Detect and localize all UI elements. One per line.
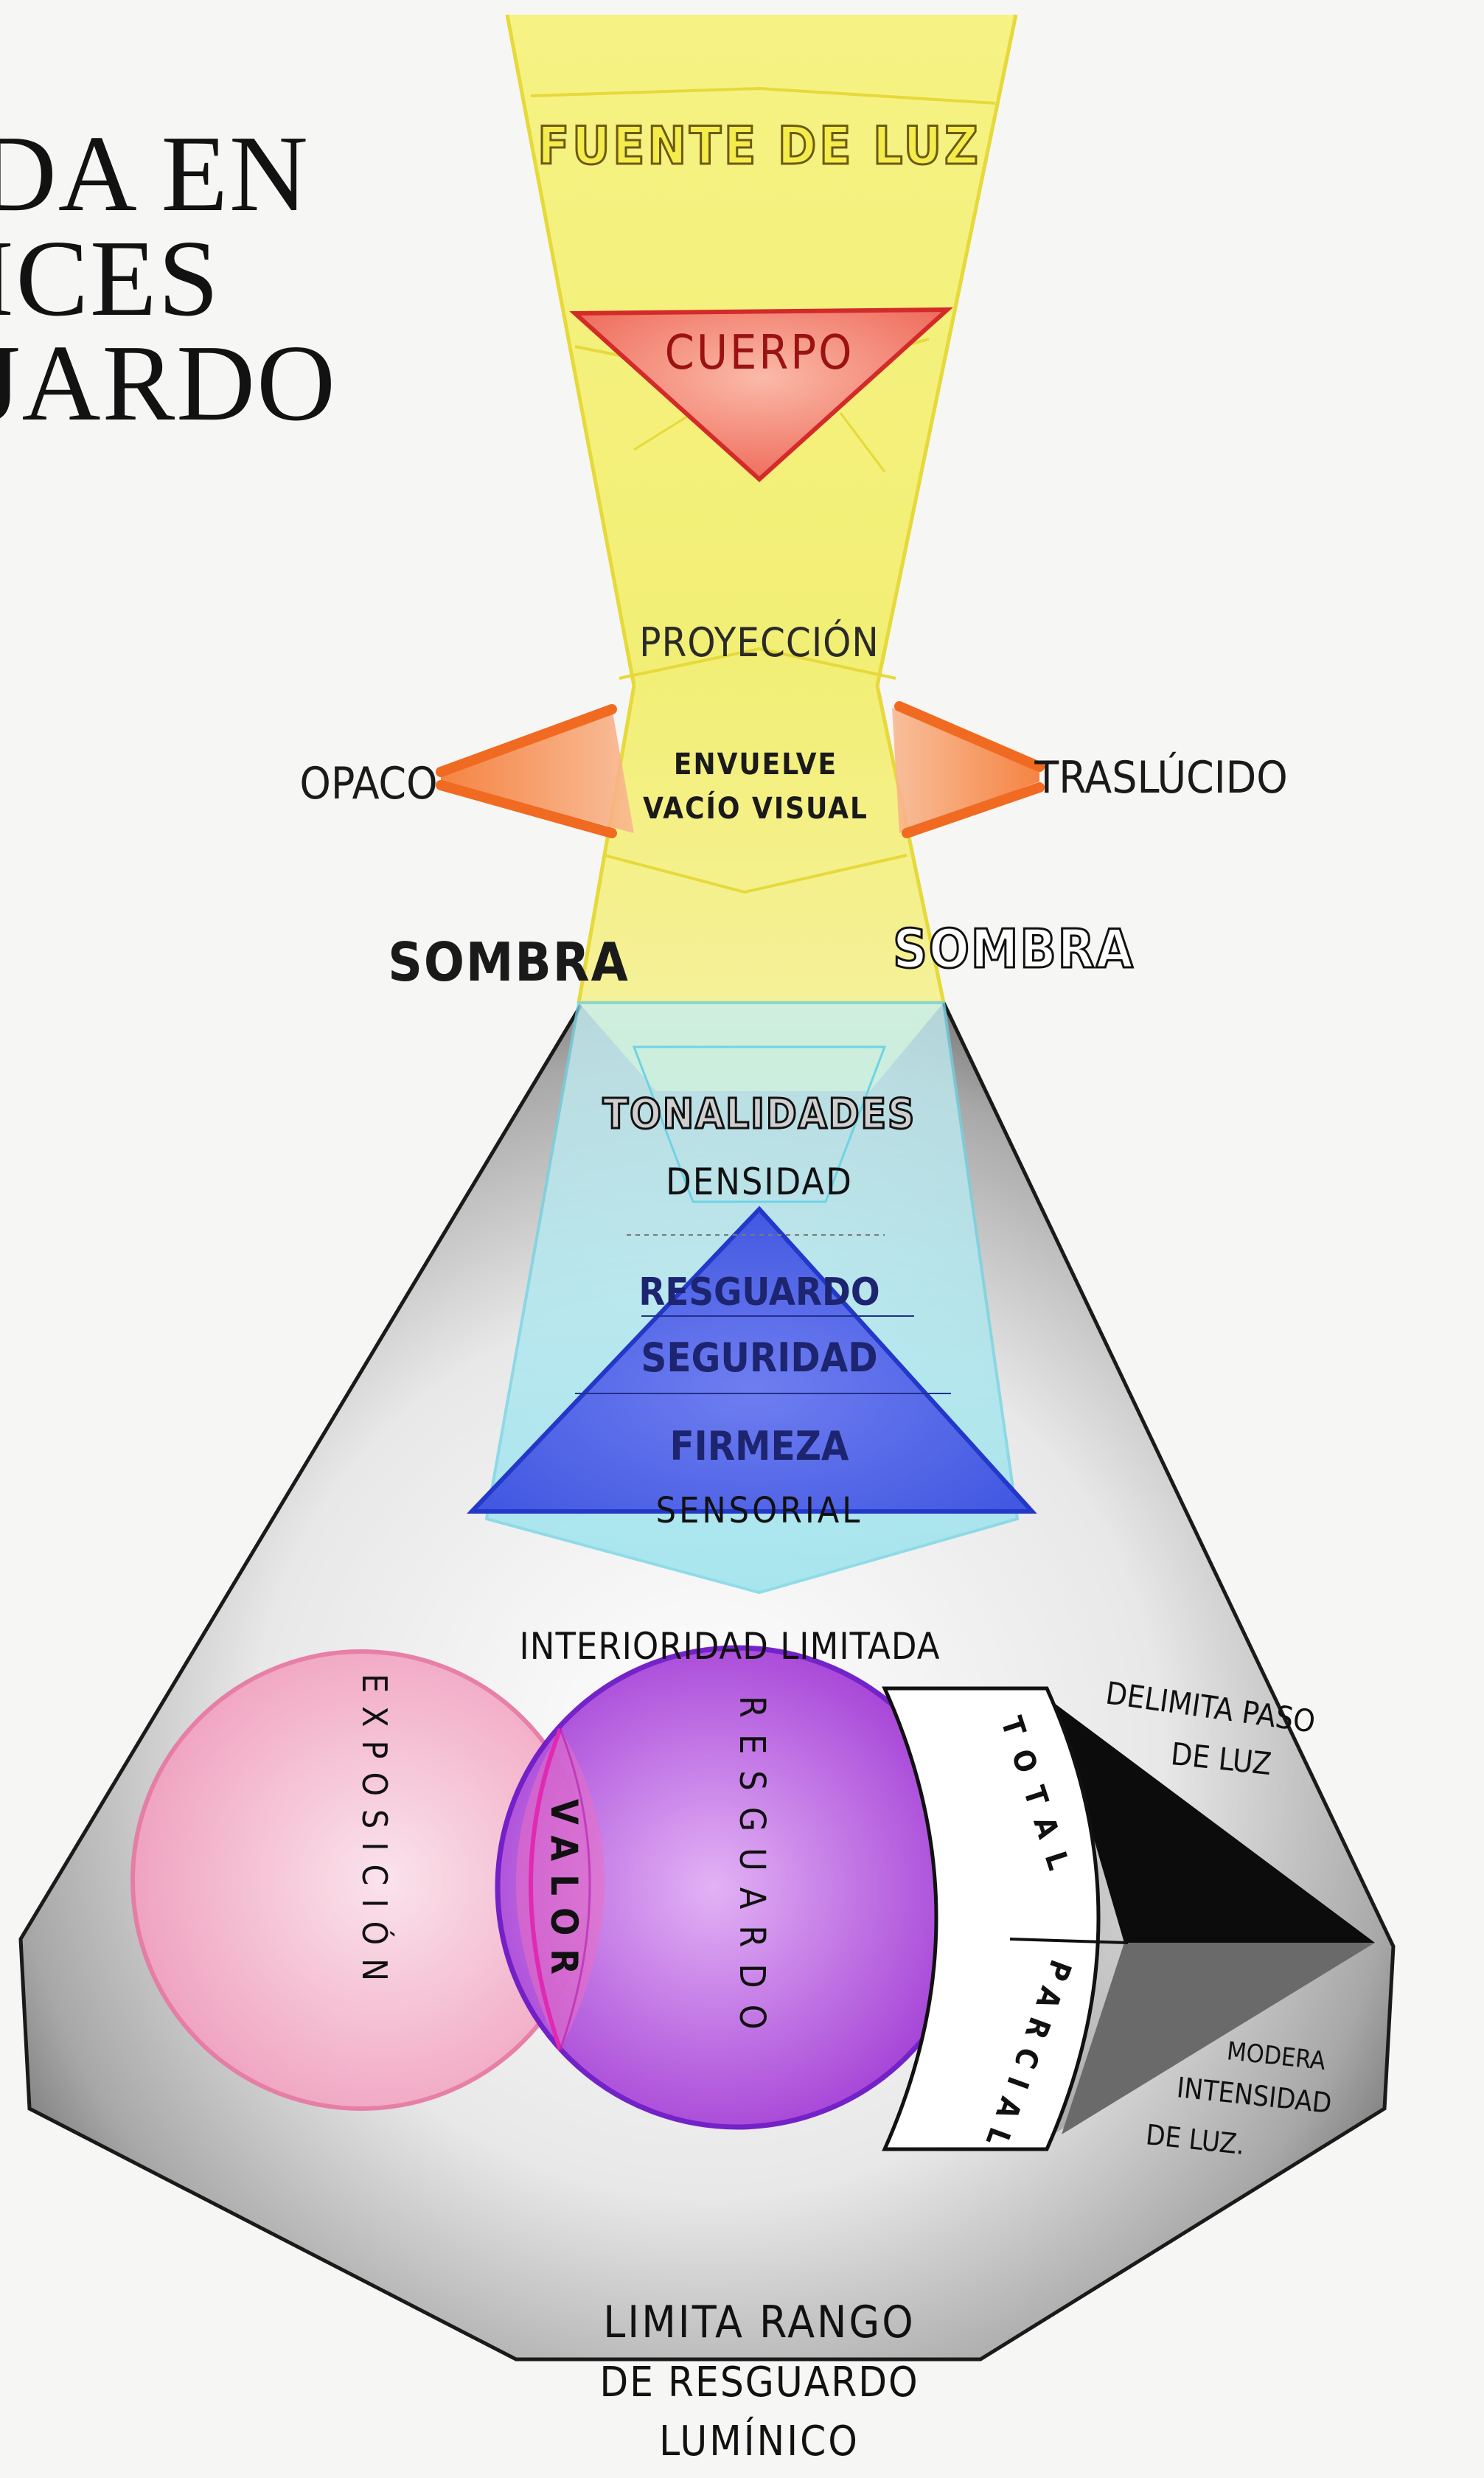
light-beam (505, 14, 1018, 1091)
opaco-wing (436, 704, 634, 838)
label-densidad: DENSIDAD (666, 1160, 853, 1203)
label-modera-3: DE LUZ. (1144, 2118, 1246, 2161)
label-limita-1: LIMITA RANGO (603, 2297, 915, 2348)
label-parcial: PARCIAL (975, 1955, 1077, 2162)
label-firmeza: FIRMEZA (669, 1423, 849, 1469)
traslucido-wing (892, 701, 1045, 838)
label-modera-1: MODERA (1225, 2036, 1327, 2076)
heading-line-3: JARDO (0, 323, 337, 444)
label-valor: VALOR (543, 1799, 585, 1988)
label-sensorial: SENSORIAL (656, 1490, 863, 1531)
label-fuente-de-luz: FUENTE DE LUZ (537, 116, 980, 176)
heading-line-1: DA EN (0, 114, 310, 234)
label-limita-2: DE RESGUARDO (599, 2359, 919, 2406)
label-seguridad: SEGURIDAD (641, 1334, 877, 1381)
valor-lens (516, 1727, 605, 2050)
label-resguardo-tier: RESGUARDO (638, 1270, 879, 1315)
label-modera-2: INTENSIDAD (1175, 2071, 1333, 2120)
label-delimita-1: DELIMITA PASO (1104, 1674, 1317, 1739)
label-tonalidades: TONALIDADES (603, 1090, 916, 1138)
page-heading: DA EN ICES JARDO (0, 114, 337, 444)
label-interioridad: INTERIORIDAD LIMITADA (520, 1625, 941, 1668)
label-sombra-right: SOMBRA (893, 918, 1135, 980)
label-vacio-visual: VACÍO VISUAL (643, 790, 868, 826)
label-sombra-left: SOMBRA (388, 931, 630, 993)
label-envuelve: ENVUELVE (674, 748, 837, 782)
label-resguardo-circle: RESGUARDO (731, 1696, 773, 2046)
label-traslucido: TRASLÚCIDO (1034, 751, 1287, 804)
light-filter-cone (882, 1686, 1375, 2151)
label-opaco: OPACO (299, 758, 437, 810)
label-delimita-2: DE LUZ (1169, 1736, 1273, 1782)
label-proyeccion: PROYECCIÓN (639, 619, 879, 666)
cuerpo-triangle (569, 307, 953, 483)
resguardo-pyramid (467, 1205, 1037, 1514)
label-exposicion: EXPOSICIÓN (355, 1674, 394, 1994)
label-total: TOTAL (994, 1713, 1080, 1890)
label-cuerpo: CUERPO (665, 326, 854, 380)
label-limita-3: LUMÍNICO (659, 2417, 860, 2465)
heading-line-2: ICES (0, 218, 220, 339)
